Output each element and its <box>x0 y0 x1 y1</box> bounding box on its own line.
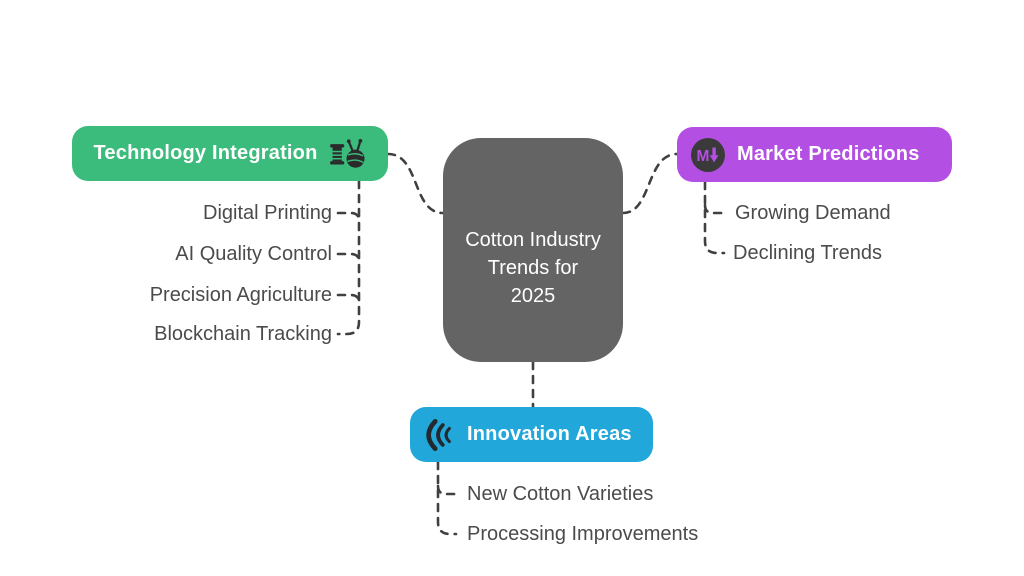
connector-growing-demand <box>703 203 728 215</box>
connector-market-rail <box>703 180 726 255</box>
central-topic-node[interactable]: Cotton Industry Trends for 2025 <box>443 138 623 362</box>
child-label-blockchain-tracking[interactable]: Blockchain Tracking <box>154 323 332 345</box>
child-label-digital-printing[interactable]: Digital Printing <box>203 202 332 224</box>
wave-arcs-icon <box>422 418 456 452</box>
branch-node-innovation-areas[interactable]: Innovation Areas <box>410 407 653 462</box>
connector-innovation-rail <box>436 460 458 536</box>
connector-digital-printing <box>336 211 361 223</box>
market-decline-badge-icon: M <box>690 137 726 173</box>
branch-node-market-predictions[interactable]: M Market Predictions <box>677 127 952 182</box>
connector-new-cotton-varieties <box>436 484 459 496</box>
yarn-and-spool-icon <box>329 138 367 170</box>
central-topic-label: Cotton Industry Trends for 2025 <box>465 229 601 307</box>
branch-label: Market Predictions <box>737 143 920 165</box>
connector-precision-agriculture <box>336 293 361 305</box>
connector-technology-rail <box>336 179 361 336</box>
connector-ai-quality-control <box>336 252 361 264</box>
svg-text:M: M <box>697 148 710 165</box>
branch-node-technology-integration[interactable]: Technology Integration <box>72 126 388 181</box>
connector-center-to-market <box>621 152 679 215</box>
branch-label: Technology Integration <box>93 142 318 164</box>
connector-center-to-technology <box>386 152 445 215</box>
branch-label: Innovation Areas <box>467 423 632 445</box>
child-label-growing-demand[interactable]: Growing Demand <box>735 202 891 224</box>
child-label-declining-trends[interactable]: Declining Trends <box>733 242 882 264</box>
child-label-new-cotton-varieties[interactable]: New Cotton Varieties <box>467 483 654 505</box>
child-label-ai-quality-control[interactable]: AI Quality Control <box>175 243 332 265</box>
child-label-processing-improvements[interactable]: Processing Improvements <box>467 523 699 545</box>
child-label-precision-agriculture[interactable]: Precision Agriculture <box>149 284 332 306</box>
